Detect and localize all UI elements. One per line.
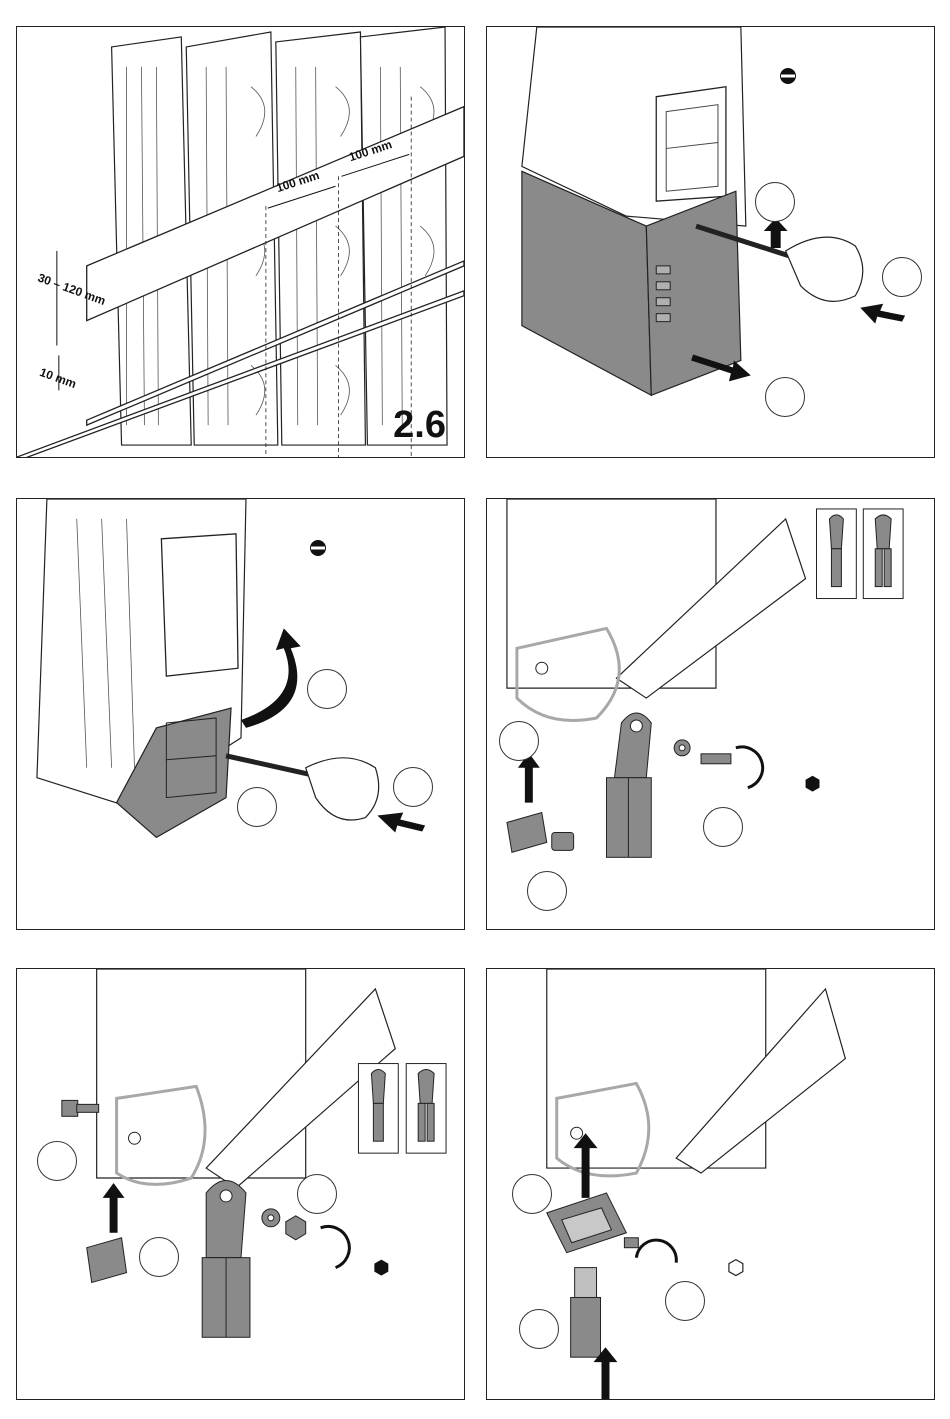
busbar-mounting-illustration: 100 mm 100 mm 30 – 120 mm 10 mm bbox=[17, 27, 464, 457]
step-callout-1 bbox=[755, 182, 795, 222]
hex-key-filled-icon bbox=[374, 1260, 388, 1276]
step-callout-3 bbox=[139, 1237, 179, 1277]
slotted-screwdriver-icon bbox=[779, 67, 797, 85]
step-callout-2 bbox=[297, 1174, 337, 1214]
hex-key-filled-icon bbox=[806, 776, 820, 792]
panel-2-remove-cover bbox=[486, 26, 935, 458]
step-number: 2.6 bbox=[393, 404, 446, 447]
step-callout-1 bbox=[37, 1141, 77, 1181]
panel-3-open-cover bbox=[16, 498, 465, 930]
step-callout-3 bbox=[527, 871, 567, 911]
step-callout-1 bbox=[499, 721, 539, 761]
cover-removal-illustration bbox=[487, 27, 934, 457]
step-callout-3 bbox=[765, 377, 805, 417]
step-callout-2 bbox=[393, 767, 433, 807]
hex-key-outline-icon bbox=[729, 1260, 743, 1276]
slotted-screwdriver-icon bbox=[309, 539, 327, 557]
dimension-label-busbar-thickness: 10 mm bbox=[38, 365, 78, 391]
cable-lug-bolt-illustration bbox=[487, 499, 934, 929]
step-callout-3 bbox=[519, 1309, 559, 1349]
cover-open-illustration bbox=[17, 499, 464, 929]
step-callout-2 bbox=[882, 257, 922, 297]
step-callout-2 bbox=[703, 807, 743, 847]
step-callout-3 bbox=[237, 787, 277, 827]
panel-4-cable-lug-bolt bbox=[486, 498, 935, 930]
panel-6-box-terminal bbox=[486, 968, 935, 1400]
step-callout-1 bbox=[512, 1174, 552, 1214]
step-callout-2 bbox=[665, 1281, 705, 1321]
panel-5-cable-lug-nut bbox=[16, 968, 465, 1400]
cable-lug-nut-illustration bbox=[17, 969, 464, 1399]
panel-1-busbar-spacing: 100 mm 100 mm 30 – 120 mm 10 mm 2.6 bbox=[16, 26, 465, 458]
step-callout-1 bbox=[307, 669, 347, 709]
